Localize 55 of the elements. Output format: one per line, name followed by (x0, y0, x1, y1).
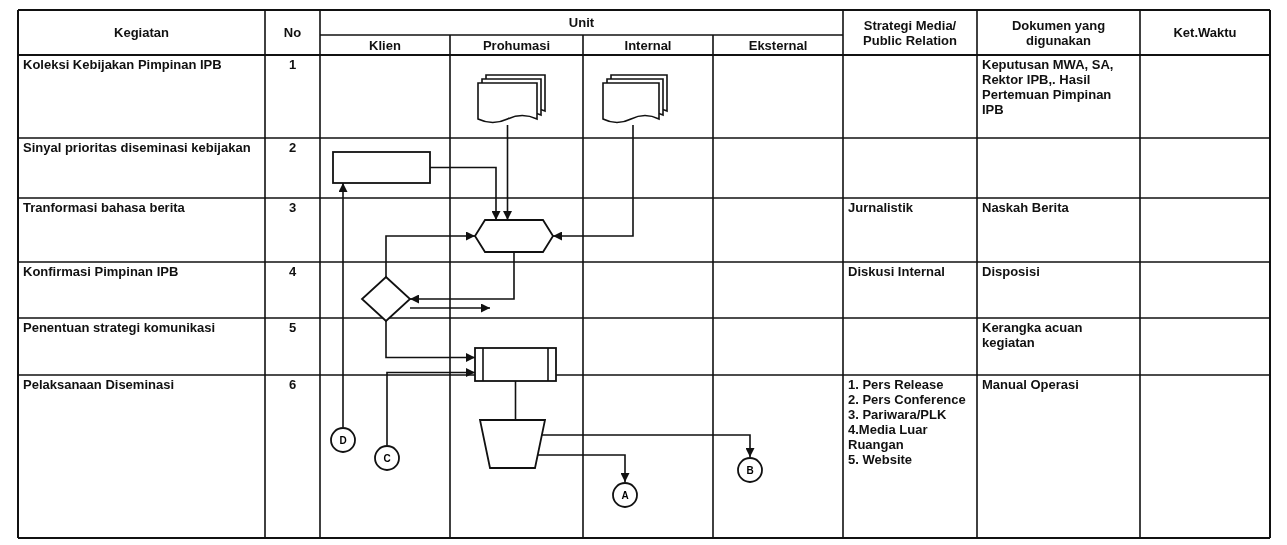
step-number: 3 (288, 200, 297, 215)
step-number: 1 (288, 57, 297, 72)
arrow (541, 434, 755, 458)
multi-document-symbol (603, 75, 667, 125)
column-header: Prohumasi (482, 37, 551, 53)
column-header: Kegiatan (114, 25, 169, 40)
connector-circle: C (374, 445, 400, 471)
step-number: 4 (288, 264, 297, 279)
preparation-hexagon (475, 220, 553, 252)
document-text: Naskah Berita (982, 200, 1070, 215)
arrow (338, 182, 348, 428)
document-text: Keputusan MWA, SA, Rektor IPB,. Hasil Pertemuan Pimpinan IPB (982, 57, 1115, 117)
connector-circle: D (330, 427, 356, 453)
column-header: Internal (624, 37, 672, 53)
column-header: Dokumen yang digunakan (1010, 17, 1107, 48)
column-header: Unit (568, 15, 595, 30)
strategy-text: 5. Website (848, 452, 914, 467)
arrow (386, 368, 476, 446)
column-header: Eksternal (748, 37, 808, 53)
activity-text: Penentuan strategi komunikasi (23, 320, 217, 335)
arrow (385, 320, 476, 362)
process-box (333, 152, 430, 183)
column-header: No (283, 25, 302, 40)
decision-diamond (362, 277, 410, 321)
connector-circle: B (737, 457, 763, 483)
step-number: 6 (288, 377, 297, 392)
activity-text: Tranformasi bahasa berita (23, 200, 186, 215)
strategy-text: 2. Pers Conference (848, 392, 967, 407)
activity-text: Koleksi Kebijakan Pimpinan IPB (23, 57, 223, 72)
activity-text: Konfirmasi Pimpinan IPB (23, 264, 180, 279)
document-text: Kerangka acuan kegiatan (982, 320, 1084, 350)
arrow (552, 124, 634, 241)
column-header: Klien (369, 37, 401, 53)
multi-document-symbol (478, 75, 545, 125)
arrow (409, 251, 515, 304)
strategy-text: 4.Media Luar Ruangan (848, 422, 929, 452)
activity-text: Pelaksanaan Diseminasi (23, 377, 176, 392)
document-text: Disposisi (982, 264, 1041, 279)
column-header: Strategi Media/ Public Relation (862, 17, 958, 48)
strategy-text: 3. Pariwara/PLK (848, 407, 948, 422)
strategy-text: Diskusi Internal (848, 264, 946, 279)
connector-line (514, 380, 517, 421)
connector-circle: A (612, 482, 638, 508)
step-number: 2 (288, 140, 297, 155)
activity-text: Sinyal prioritas diseminasi kebijakan (23, 140, 252, 155)
predefined-process-box (475, 348, 556, 381)
manual-operation-trapezoid (480, 420, 545, 468)
column-header: Ket.Waktu (1173, 25, 1237, 40)
step-number: 5 (288, 320, 297, 335)
arrow (409, 303, 491, 313)
document-text: Manual Operasi (982, 377, 1080, 392)
arrow (503, 124, 512, 221)
arrow (385, 231, 476, 278)
strategy-text: 1. Pers Release (848, 377, 945, 392)
strategy-text: Jurnalistik (848, 200, 915, 215)
